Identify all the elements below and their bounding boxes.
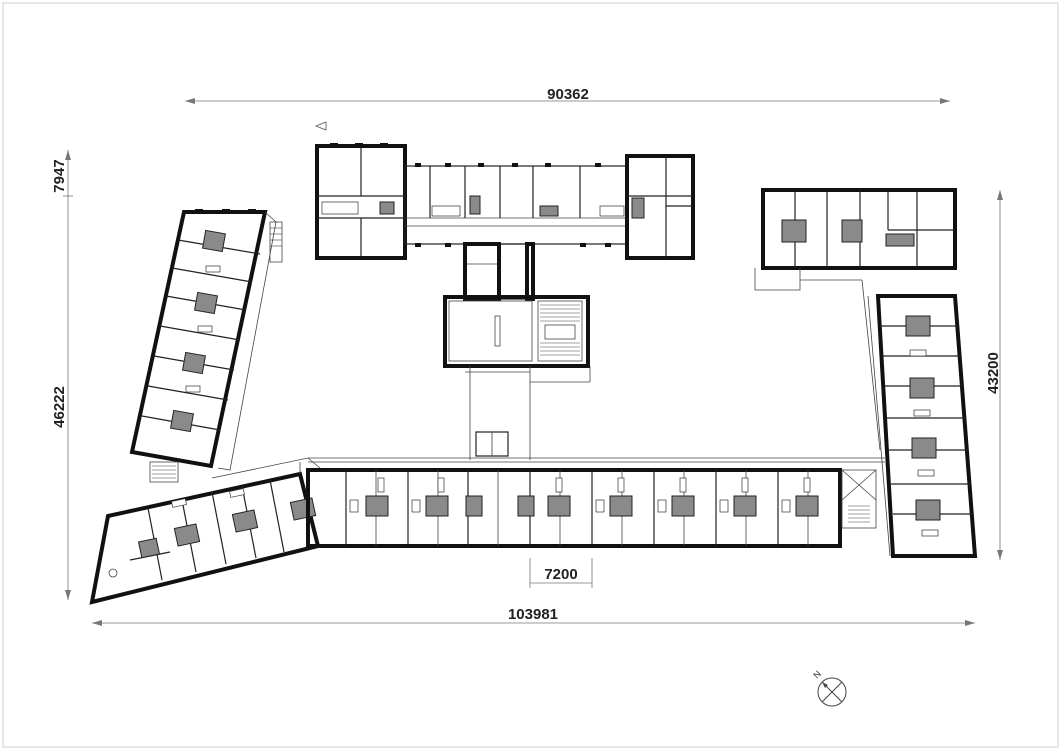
west-wing [129, 209, 283, 483]
dimension-bottom: 103981 [92, 606, 975, 626]
dimension-left-height-label: 46222 [51, 386, 68, 428]
dimension-left: 7947 46222 [51, 150, 73, 600]
dimension-top-label: 90362 [547, 86, 589, 103]
entrance-arrow [314, 121, 327, 131]
dimension-top: 90362 [185, 86, 950, 104]
dimension-bottom-label: 103981 [508, 606, 558, 623]
north-arrow-label: N [811, 669, 823, 681]
southwest-wing [89, 457, 321, 605]
main-stair [537, 300, 583, 362]
dimension-right: 43200 [985, 190, 1003, 560]
dimension-left-upper-label: 7947 [51, 159, 68, 192]
west-stair [149, 461, 179, 483]
south-wing [306, 457, 885, 548]
dimension-right-height-label: 43200 [985, 352, 1002, 394]
north-building [315, 143, 695, 460]
north-arrow-icon: N [811, 669, 847, 707]
dimension-bay-label: 7200 [544, 566, 577, 583]
east-wing [754, 188, 978, 558]
dimension-bay: 7200 [529, 558, 593, 588]
south-stair [841, 469, 877, 529]
